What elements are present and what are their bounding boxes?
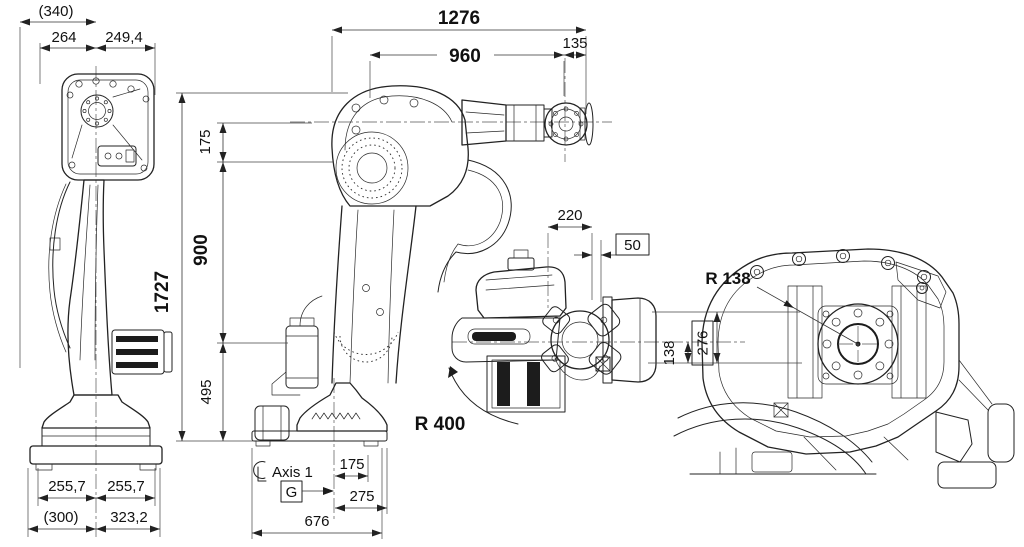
side-view <box>251 58 612 520</box>
side-lower-arm <box>331 205 417 384</box>
side-axis2-motor <box>271 295 323 396</box>
front-housing-bolts <box>66 77 150 172</box>
dim-flange-offset: 50 <box>624 237 641 254</box>
view-ref-g: G <box>280 480 334 503</box>
front-motor <box>111 329 173 375</box>
dim-overall-reach: 1276 <box>438 8 480 29</box>
rear-top-bolts <box>750 249 931 284</box>
dim-wrist-depth: 220 <box>557 207 582 224</box>
dim-base-front: 275 <box>349 488 374 505</box>
rear-housing-inner <box>717 260 945 438</box>
detail-tool-flange <box>602 296 657 384</box>
front-housing-inner <box>67 79 149 175</box>
dim-flange-half-height: 138 <box>661 340 678 365</box>
dim-front-left-width: 264 <box>51 29 76 46</box>
axis1-label: Axis 1 <box>272 464 313 481</box>
detail-motor-block <box>475 249 567 319</box>
dim-total-height: 1727 <box>152 271 173 313</box>
side-shoulder-housing <box>331 85 469 207</box>
working-range-arc <box>448 366 519 425</box>
dim-working-radius: R 400 <box>415 414 466 435</box>
view-ref-letter: G <box>286 484 298 501</box>
flange-radius-arrow-icon <box>783 300 794 308</box>
dim-flange-offset-box: 50 <box>615 233 650 256</box>
side-gear-ring <box>335 131 409 205</box>
dim-base-height: 495 <box>198 379 215 404</box>
dim-wrist-offset: 135 <box>562 35 587 52</box>
front-cable-1 <box>52 181 71 349</box>
side-wrist-flange <box>544 102 594 146</box>
dim-foot-left-half: 255,7 <box>48 478 86 495</box>
dim-flange-height: 276 <box>695 330 712 355</box>
detail-wrist-joint <box>541 303 622 375</box>
front-view <box>29 66 173 540</box>
front-arm-column <box>67 179 113 396</box>
front-brace-lines <box>71 88 143 161</box>
side-cable-loop <box>437 159 512 293</box>
dim-flange-radius: R 138 <box>705 269 750 288</box>
detail-lower-bracket <box>486 355 566 413</box>
rear-side-slabs <box>773 285 927 418</box>
side-shoulder-inner <box>344 95 453 151</box>
dim-plate-right: 323,2 <box>110 509 148 526</box>
dim-foot-right-half: 255,7 <box>107 478 145 495</box>
rear-housing-outline <box>701 248 960 455</box>
dim-flange-height-box: 276 <box>691 320 714 366</box>
view-ref-arrow-icon <box>323 487 334 495</box>
dim-front-overall-width: (340) <box>38 3 73 20</box>
rear-flange-view <box>673 248 1015 489</box>
dim-base-total: 676 <box>304 513 329 530</box>
wrist-detail-view <box>448 249 745 425</box>
front-connector-box <box>97 145 137 167</box>
dimensions: (340) 264 249,4 1276 960 135 1727 175 90… <box>19 3 857 539</box>
dim-upper-arm-height: 900 <box>191 234 212 266</box>
flange-radius-callout: R 138 <box>705 269 857 344</box>
side-shoulder-bolts <box>351 95 419 135</box>
front-cable-2 <box>48 183 67 353</box>
rear-corner-plate <box>895 261 947 309</box>
side-forearm <box>461 99 553 146</box>
front-cable-clamp <box>49 237 61 251</box>
dim-base-inner: 175 <box>339 456 364 473</box>
dim-plate-left: (300) <box>43 509 78 526</box>
dim-front-right-width: 249,4 <box>105 29 143 46</box>
dim-arm-length: 960 <box>449 46 481 67</box>
rear-lower-arm-sweep <box>673 402 909 475</box>
detail-mid-body <box>451 317 561 363</box>
front-axis-flange <box>80 94 114 128</box>
front-base <box>29 394 163 471</box>
centerline-symbol-icon <box>253 461 267 482</box>
rear-right-bracket <box>935 359 1015 489</box>
dim-shoulder-offset: 175 <box>197 129 214 154</box>
front-arm-inner-lines <box>79 184 99 361</box>
front-housing-outline <box>61 73 155 181</box>
side-base <box>251 382 388 447</box>
rear-mounting-flange <box>817 303 899 385</box>
detail-cable <box>554 357 601 381</box>
